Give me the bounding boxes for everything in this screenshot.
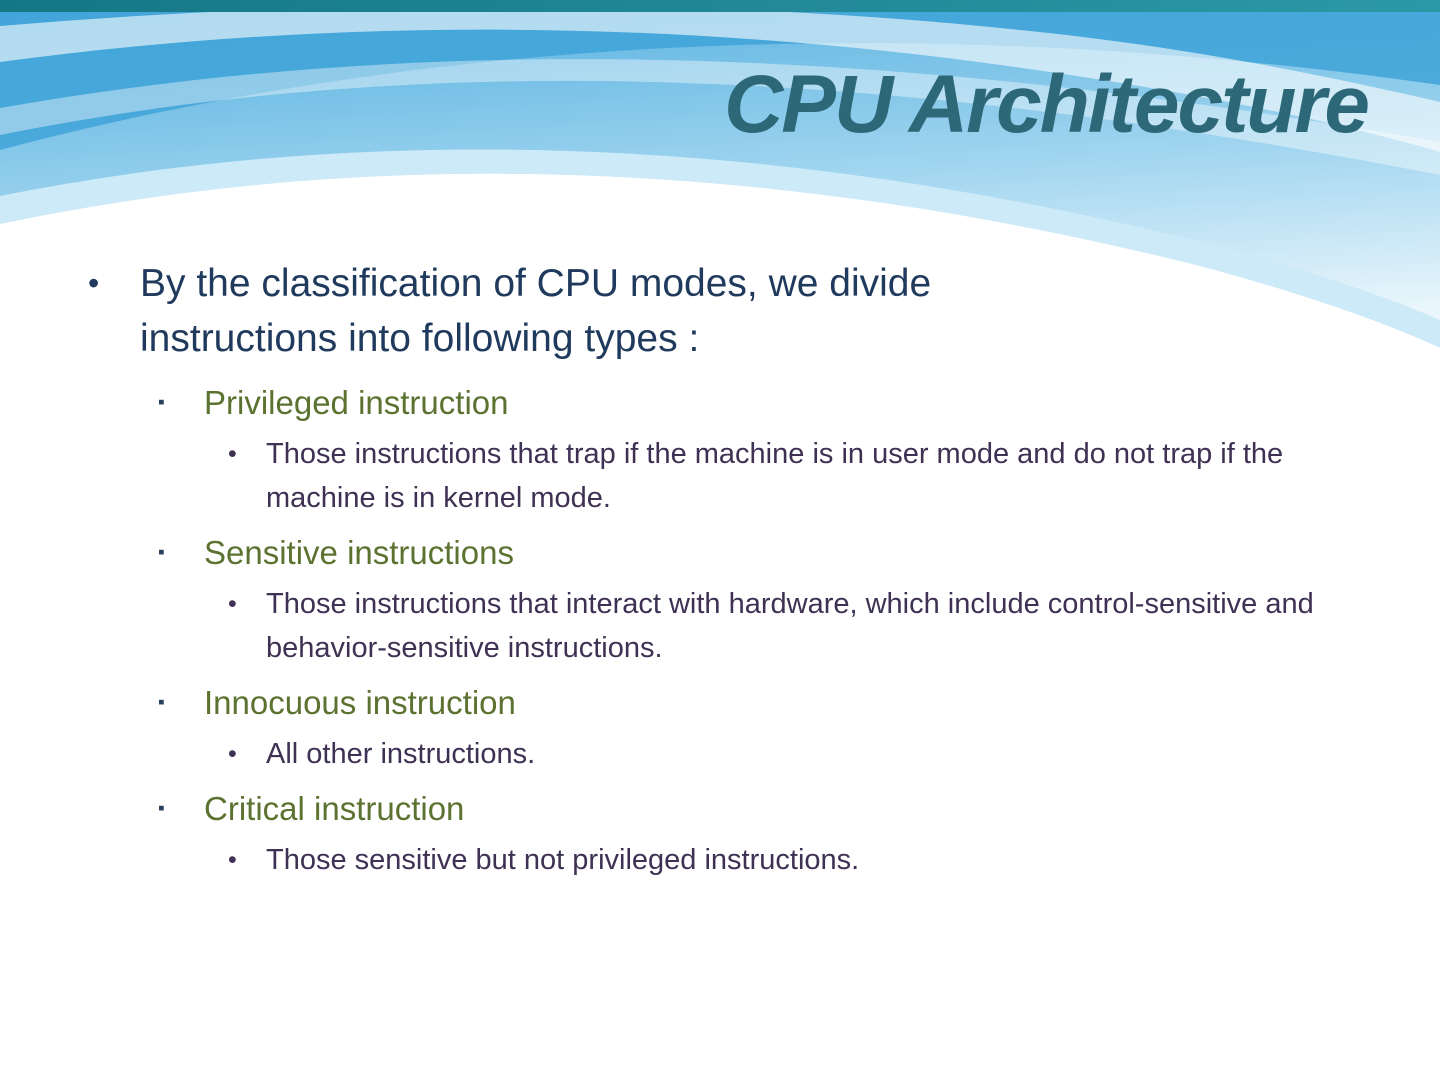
section-detail: Those instructions that interact with ha…: [266, 588, 1314, 664]
bullet-icon: •: [228, 740, 237, 768]
section-heading: Sensitive instructions: [204, 534, 514, 571]
slide-title: CPU Architecture: [724, 59, 1370, 150]
list-item-heading: ▪ Critical instruction: [158, 786, 1380, 832]
list-item-detail: • Those instructions that interact with …: [228, 582, 1390, 670]
section-detail: Those instructions that trap if the mach…: [266, 438, 1284, 514]
section-heading: Innocuous instruction: [204, 684, 516, 721]
bullet-icon: •: [88, 265, 100, 301]
section-detail: All other instructions.: [266, 738, 536, 770]
bullet-icon: •: [228, 846, 237, 874]
section-heading: Privileged instruction: [204, 384, 509, 421]
square-bullet-icon: ▪: [158, 542, 165, 563]
list-item-heading: ▪ Innocuous instruction: [158, 680, 1380, 726]
square-bullet-icon: ▪: [158, 692, 165, 713]
list-item-detail: • All other instructions.: [228, 732, 1390, 776]
section-detail: Those sensitive but not privileged instr…: [266, 844, 860, 876]
list-item-detail: • Those instructions that trap if the ma…: [228, 432, 1390, 520]
list-item-heading: ▪ Privileged instruction: [158, 380, 1380, 426]
slide-body: • By the classification of CPU modes, we…: [0, 256, 1440, 892]
section-heading: Critical instruction: [204, 790, 465, 827]
list-item-detail: • Those sensitive but not privileged ins…: [228, 838, 1390, 882]
square-bullet-icon: ▪: [158, 798, 165, 819]
intro-text: By the classification of CPU modes, we d…: [140, 262, 932, 360]
bullet-icon: •: [228, 590, 237, 618]
list-item-intro: • By the classification of CPU modes, we…: [88, 256, 1380, 366]
bullet-icon: •: [228, 440, 237, 468]
list-item-heading: ▪ Sensitive instructions: [158, 530, 1380, 576]
square-bullet-icon: ▪: [158, 392, 165, 413]
